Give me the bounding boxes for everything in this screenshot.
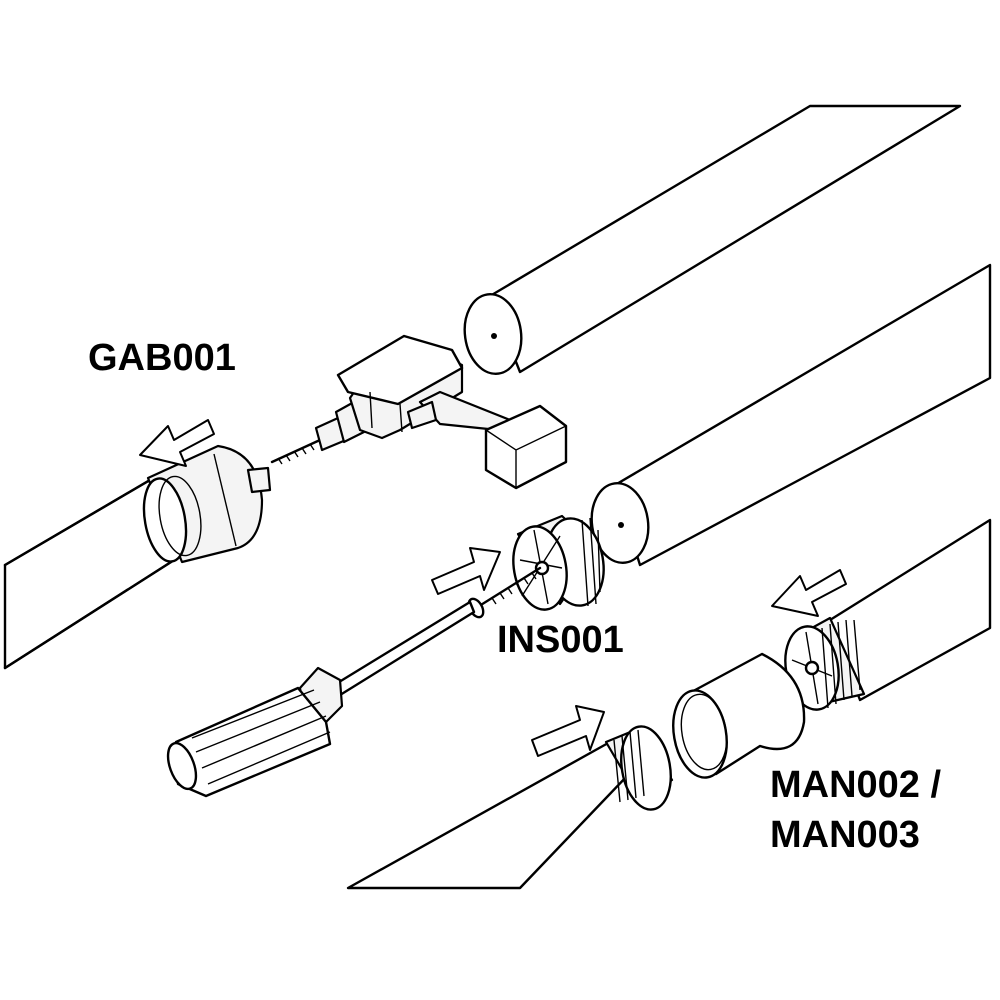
arrow-right-ins [431,547,501,595]
label-ins001: INS001 [497,619,624,661]
label-man002: MAN002 / [770,764,942,806]
arrow-left-lower [771,569,847,617]
pole-top [463,104,962,376]
pole-lower-right [784,518,992,711]
drill [270,334,568,490]
pole-bottom [346,725,674,890]
screwdriver [166,600,476,798]
connector-sleeve [672,652,806,779]
screw [467,566,542,619]
arrow-left-gab [139,419,215,467]
arrow-right-bottom [531,705,605,757]
label-gab001: GAB001 [88,337,236,379]
end-cap-gab001 [142,444,272,564]
pole-middle [590,263,992,567]
label-man003: MAN003 [770,814,920,856]
